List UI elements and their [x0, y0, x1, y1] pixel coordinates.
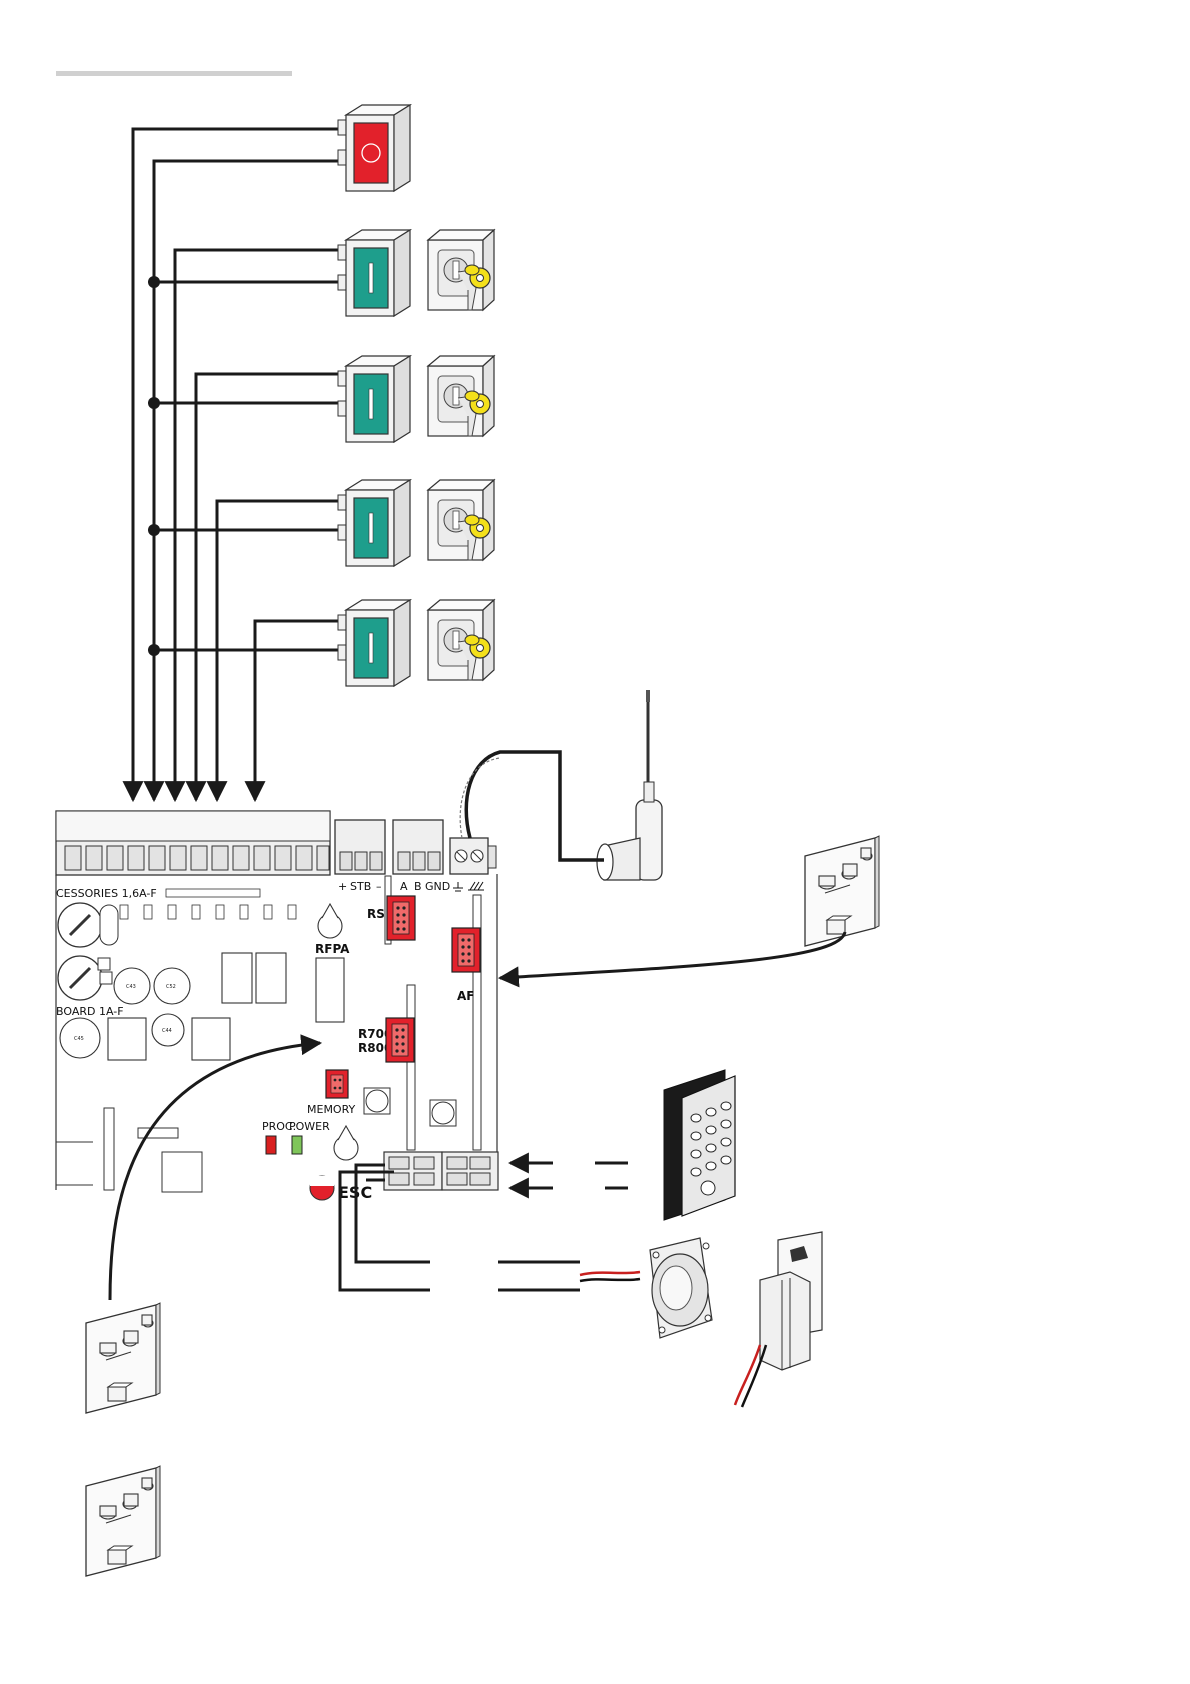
af-label: AF [457, 989, 474, 1003]
key-selector-icon [428, 600, 494, 680]
green-pushbutton-icon [338, 356, 410, 442]
svg-text:C52: C52 [166, 984, 176, 990]
memory-label: MEMORY [307, 1103, 356, 1116]
green-pushbutton-icon [338, 230, 410, 316]
plugin-card-icon [86, 1303, 160, 1413]
keypad-icon [664, 1070, 735, 1220]
control-wires [133, 129, 338, 800]
keypad-wires [510, 1163, 628, 1188]
plugin-card-icon [805, 836, 879, 946]
header-rule [56, 71, 292, 76]
fuse-label-board: BOARD 1A-F [56, 1005, 124, 1018]
terminal-label-gnd: GND [425, 880, 450, 893]
terminal-label-b: B [414, 880, 422, 893]
svg-text:C45: C45 [74, 1036, 84, 1042]
terminal-label-plus: + [338, 880, 347, 893]
rfpa-label: RFPA [315, 942, 350, 956]
terminal-label-a: A [400, 880, 408, 893]
terminal-label-minus: – [376, 880, 382, 893]
control-board: + STB – A B GND CESSORIES 1,6A-F BOARD 1… [56, 811, 498, 1202]
key-selector-icon [428, 480, 494, 560]
af-card-arrow [500, 932, 845, 978]
key-selector-icon [428, 356, 494, 436]
r700-card-wire [110, 1043, 320, 1300]
card-reader-icon [735, 1232, 822, 1407]
key-selector-icon [428, 230, 494, 310]
proximity-reader-icon [580, 1238, 712, 1338]
terminal-label-stb: STB [350, 880, 371, 893]
green-pushbutton-icon [338, 600, 410, 686]
power-label: POWER [289, 1120, 330, 1133]
proc-led [266, 1136, 276, 1154]
svg-text:C44: C44 [162, 1028, 172, 1034]
stop-button-icon [338, 105, 410, 191]
power-led [292, 1136, 302, 1154]
green-pushbutton-icon [338, 480, 410, 566]
fuse-label-accessories: CESSORIES 1,6A-F [56, 887, 157, 900]
memory-connector [326, 1070, 348, 1098]
plugin-card-icon [86, 1466, 160, 1576]
antenna-icon [597, 690, 662, 880]
svg-text:C43: C43 [126, 984, 136, 990]
